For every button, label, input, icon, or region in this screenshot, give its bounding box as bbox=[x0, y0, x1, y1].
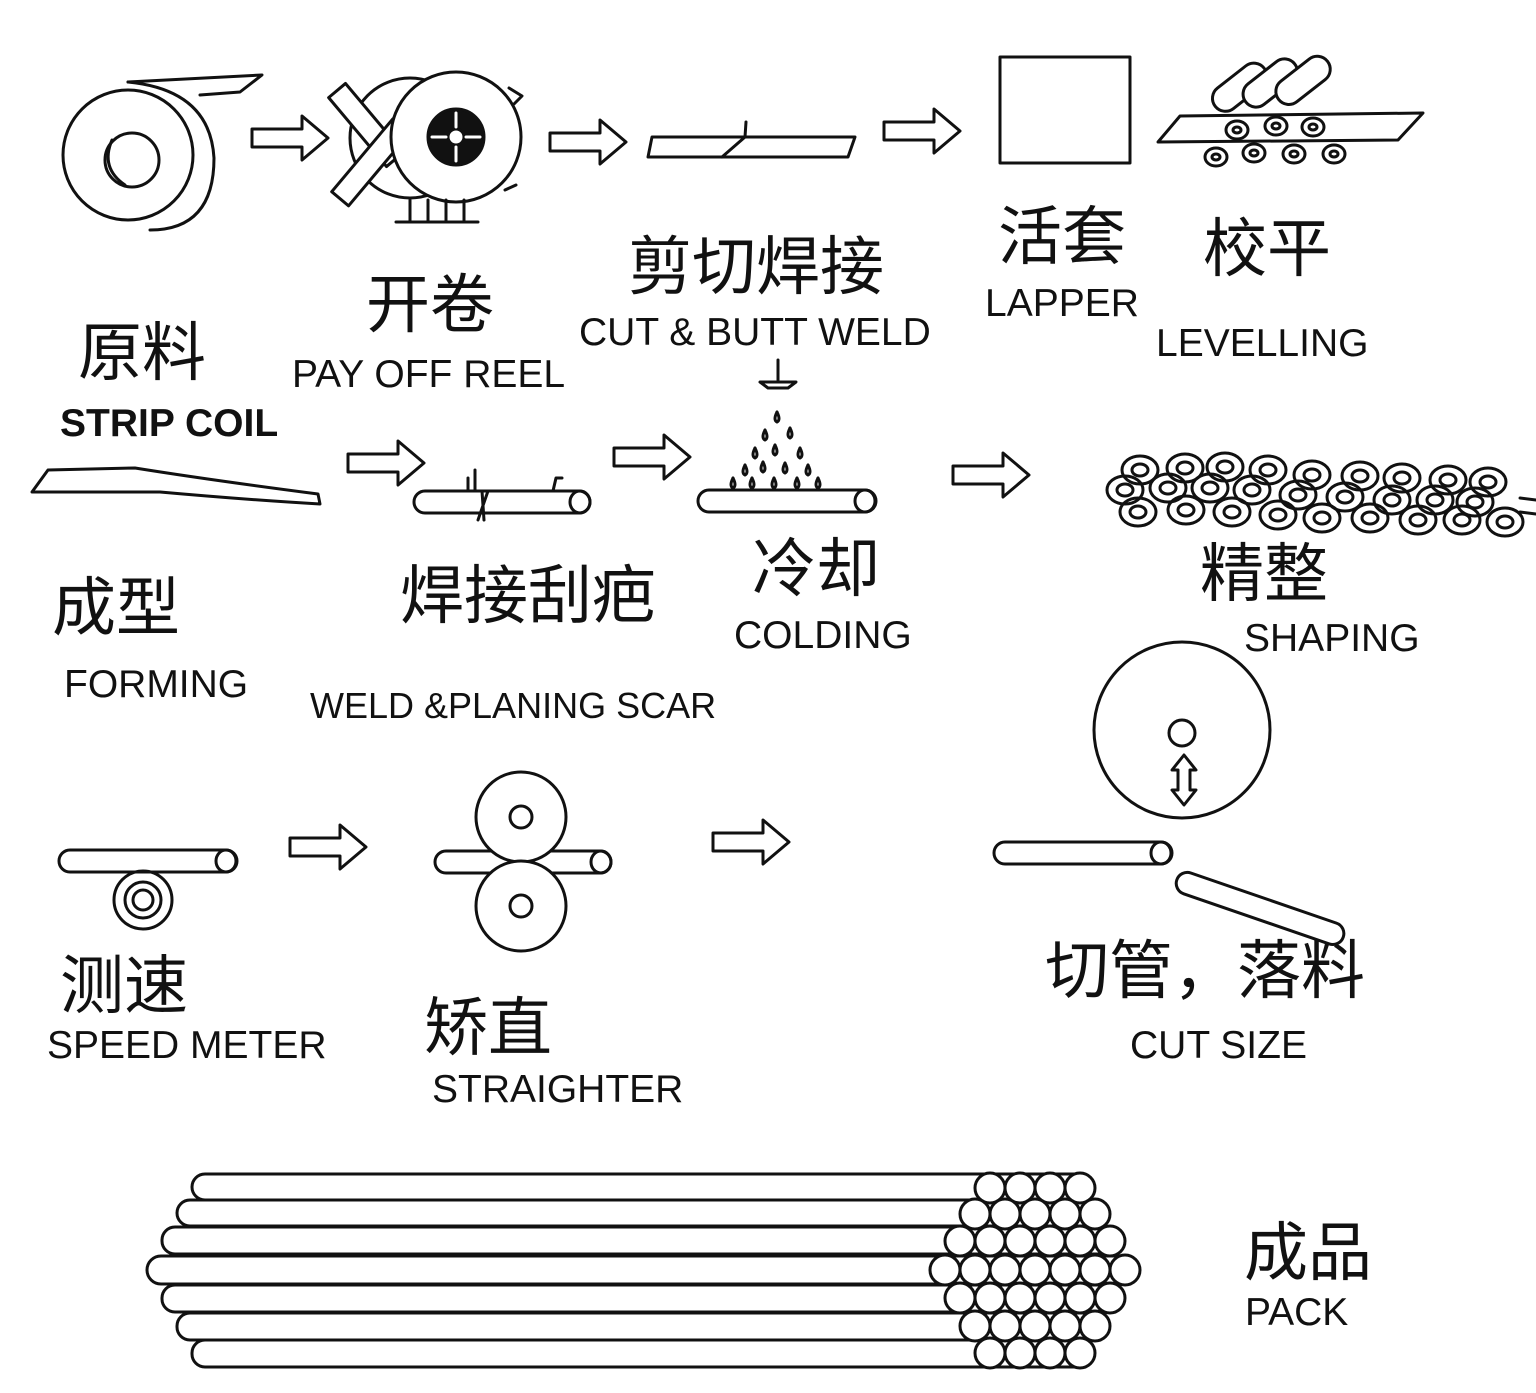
colding-label-zh: 冷却 bbox=[752, 533, 880, 607]
weld-planing-label-zh: 焊接刮疤 bbox=[400, 560, 656, 634]
strip-coil-icon bbox=[61, 73, 264, 232]
cutting-saw-icon bbox=[992, 640, 1346, 947]
flow-arrow-icon bbox=[346, 439, 426, 487]
flow-arrow-icon bbox=[711, 818, 791, 866]
flow-arrow-icon bbox=[250, 114, 330, 162]
cut-size-label-zh: 切管，落料 bbox=[1045, 935, 1365, 1009]
flow-arrow-icon bbox=[882, 107, 962, 155]
straighter-label-en: STRAIGHTER bbox=[432, 1068, 684, 1111]
weld-planing-label-en: WELD &PLANING SCAR bbox=[310, 685, 717, 726]
strip-coil-label-en: STRIP COIL bbox=[60, 402, 279, 445]
pay-off-reel-icon bbox=[327, 70, 524, 224]
lapper-box-icon bbox=[998, 55, 1132, 165]
flow-arrow-icon bbox=[288, 823, 368, 871]
levelling-rollers-icon bbox=[1156, 54, 1425, 168]
cut-butt-weld-label-en: CUT & BUTT WELD bbox=[579, 311, 931, 354]
cut-size-label-en: CUT SIZE bbox=[1130, 1024, 1307, 1067]
straightener-rolls-icon bbox=[433, 770, 613, 953]
forming-strip-icon bbox=[30, 466, 322, 506]
forming-label-zh: 成型 bbox=[52, 572, 180, 646]
forming-label-en: FORMING bbox=[64, 663, 249, 706]
colding-label-en: COLDING bbox=[734, 614, 912, 657]
weld-tube-icon bbox=[412, 468, 592, 522]
levelling-label-en: LEVELLING bbox=[1156, 322, 1369, 365]
flow-arrow-icon bbox=[951, 451, 1031, 499]
cut-butt-weld-label-zh: 剪切焊接 bbox=[628, 231, 884, 305]
straighter-label-zh: 矫直 bbox=[424, 992, 552, 1066]
shaping-label-zh: 精整 bbox=[1200, 538, 1328, 612]
pay-off-reel-label-en: PAY OFF REEL bbox=[292, 353, 566, 396]
lapper-label-zh: 活套 bbox=[998, 201, 1126, 275]
flow-arrow-icon bbox=[612, 433, 692, 481]
flow-arrow-icon bbox=[548, 118, 628, 166]
butt-weld-strip-icon bbox=[646, 120, 857, 159]
shaping-label-en: SHAPING bbox=[1244, 617, 1420, 660]
speed-meter-label-en: SPEED METER bbox=[47, 1024, 327, 1067]
speed-meter-label-zh: 测速 bbox=[60, 950, 188, 1024]
pack-label-en: PACK bbox=[1245, 1291, 1349, 1334]
tube-bundle-icon bbox=[145, 1171, 1142, 1370]
lapper-label-en: LAPPER bbox=[985, 282, 1139, 325]
cooling-spray-icon bbox=[696, 358, 878, 514]
levelling-label-zh: 校平 bbox=[1203, 213, 1331, 287]
pay-off-reel-label-zh: 开卷 bbox=[366, 269, 494, 343]
strip-coil-label-zh: 原料 bbox=[78, 317, 206, 391]
pack-label-zh: 成品 bbox=[1244, 1217, 1372, 1291]
speed-meter-icon bbox=[57, 848, 239, 931]
shaping-rollers-icon bbox=[1105, 451, 1536, 538]
